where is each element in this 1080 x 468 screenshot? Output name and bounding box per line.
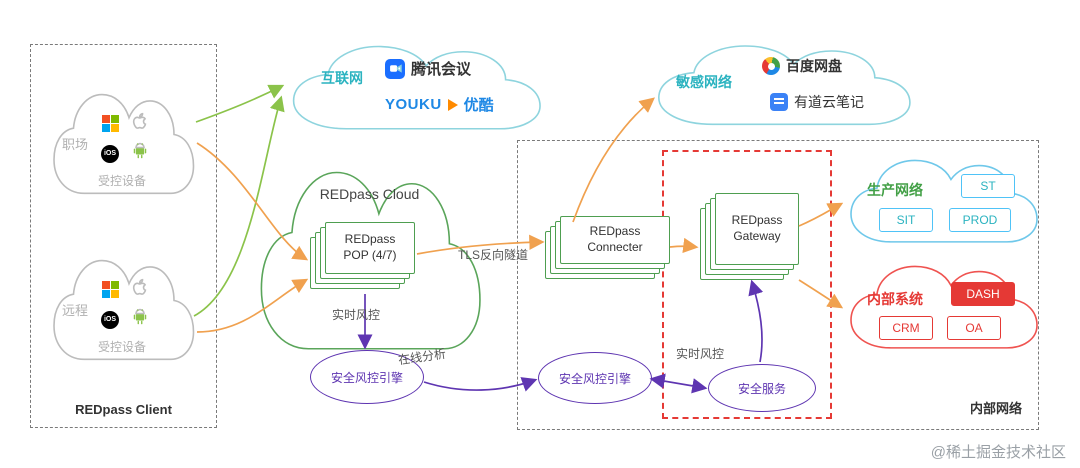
tls-tunnel-label: TLS反向隧道 <box>458 248 529 262</box>
security-service-node: 安全服务 <box>708 364 816 412</box>
client-box-label: REDpass Client <box>75 402 172 417</box>
youdao-notes-icon <box>770 93 788 111</box>
remote-os-icons: iOS <box>100 278 150 331</box>
watermark: @稀土掘金技术社区 <box>930 444 1066 461</box>
cloud-shape <box>283 36 548 141</box>
env-box-oa: OA <box>947 316 1001 340</box>
internal-systems-cloud: 内部系统 DASH CRM OA <box>843 256 1043 360</box>
youku-play-icon <box>447 98 458 111</box>
pop-line1: REDpass <box>344 232 396 247</box>
youku-row: YOUKU 优酷 <box>385 94 494 115</box>
internal-risk-engine: 安全风控引擎 <box>538 352 652 404</box>
connecter-line2: Connecter <box>587 240 643 254</box>
workplace-cloud: 职场 iOS 受控设备 <box>48 82 198 208</box>
internal-network-box: 内部网络 <box>517 140 1039 430</box>
env-box-st: ST <box>961 174 1015 198</box>
remote-label: 远程 <box>62 303 89 318</box>
ios-icon: iOS <box>101 310 119 329</box>
baidu-netdisk-label: 百度网盘 <box>786 58 842 74</box>
internet-label: 互联网 <box>321 70 363 86</box>
cloud-shape <box>648 36 918 136</box>
env-box-dash: DASH <box>951 282 1015 306</box>
ios-icon: iOS <box>101 144 119 163</box>
tencent-meeting-icon <box>385 58 405 79</box>
redpass-pop-node: REDpass POP (4/7) <box>325 222 415 274</box>
workplace-os-icons: iOS <box>100 112 150 165</box>
env-box-crm: CRM <box>879 316 933 340</box>
env-box-prod: PROD <box>949 208 1011 232</box>
realtime-risk-label-internal: 实时风控 <box>676 347 725 361</box>
youku-wordmark: YOUKU <box>385 96 442 113</box>
realtime-risk-label-cloud: 实时风控 <box>332 308 381 322</box>
pop-line2: POP (4/7) <box>343 248 397 262</box>
remote-cloud: 远程 iOS 受控设备 <box>48 248 198 374</box>
redpass-cloud-label: REDpass Cloud <box>319 186 420 202</box>
cloud-shape <box>843 150 1043 254</box>
youdao-notes-row: 有道云笔记 <box>770 92 864 112</box>
env-box-sit: SIT <box>879 208 933 232</box>
internet-cloud: 互联网 腾讯会议 YOUKU 优酷 <box>283 36 548 141</box>
production-network-cloud: 生产网络 ST SIT PROD <box>843 150 1043 254</box>
remote-devices-label: 受控设备 <box>98 340 147 354</box>
connecter-line1: REDpass <box>589 224 641 239</box>
baidu-netdisk-row: 百度网盘 <box>762 56 842 76</box>
production-network-label: 生产网络 <box>867 182 923 198</box>
sensitive-network-cloud: 敏感网络 百度网盘 有道云笔记 <box>648 36 918 136</box>
gateway-line2: Gateway <box>733 229 781 243</box>
sensitive-network-label: 敏感网络 <box>676 74 732 90</box>
ios-badge-text: iOS <box>103 150 117 157</box>
cloud-risk-engine: 安全风控引擎 <box>310 350 424 404</box>
internal-systems-label: 内部系统 <box>867 291 923 307</box>
redpass-connecter-node: REDpass Connecter <box>560 216 670 264</box>
tencent-meeting-row: 腾讯会议 <box>385 58 471 79</box>
workplace-devices-label: 受控设备 <box>98 174 147 188</box>
internal-network-label: 内部网络 <box>969 401 1022 416</box>
android-icon <box>131 308 149 331</box>
android-icon <box>131 142 149 165</box>
baidu-netdisk-icon <box>762 57 780 75</box>
cloud-shape <box>48 82 198 208</box>
apple-icon <box>131 112 149 135</box>
windows-icon <box>101 115 119 132</box>
gateway-line1: REDpass <box>731 213 783 228</box>
tencent-meeting-label: 腾讯会议 <box>411 61 472 78</box>
workplace-label: 职场 <box>62 137 89 152</box>
windows-icon <box>101 281 119 298</box>
cloud-shape <box>48 248 198 374</box>
youdao-notes-label: 有道云笔记 <box>794 94 864 110</box>
ios-badge-text: iOS <box>103 316 117 323</box>
redpass-gateway-node: REDpass Gateway <box>715 193 799 265</box>
youku-cn-label: 优酷 <box>463 97 494 114</box>
apple-icon <box>131 278 149 301</box>
